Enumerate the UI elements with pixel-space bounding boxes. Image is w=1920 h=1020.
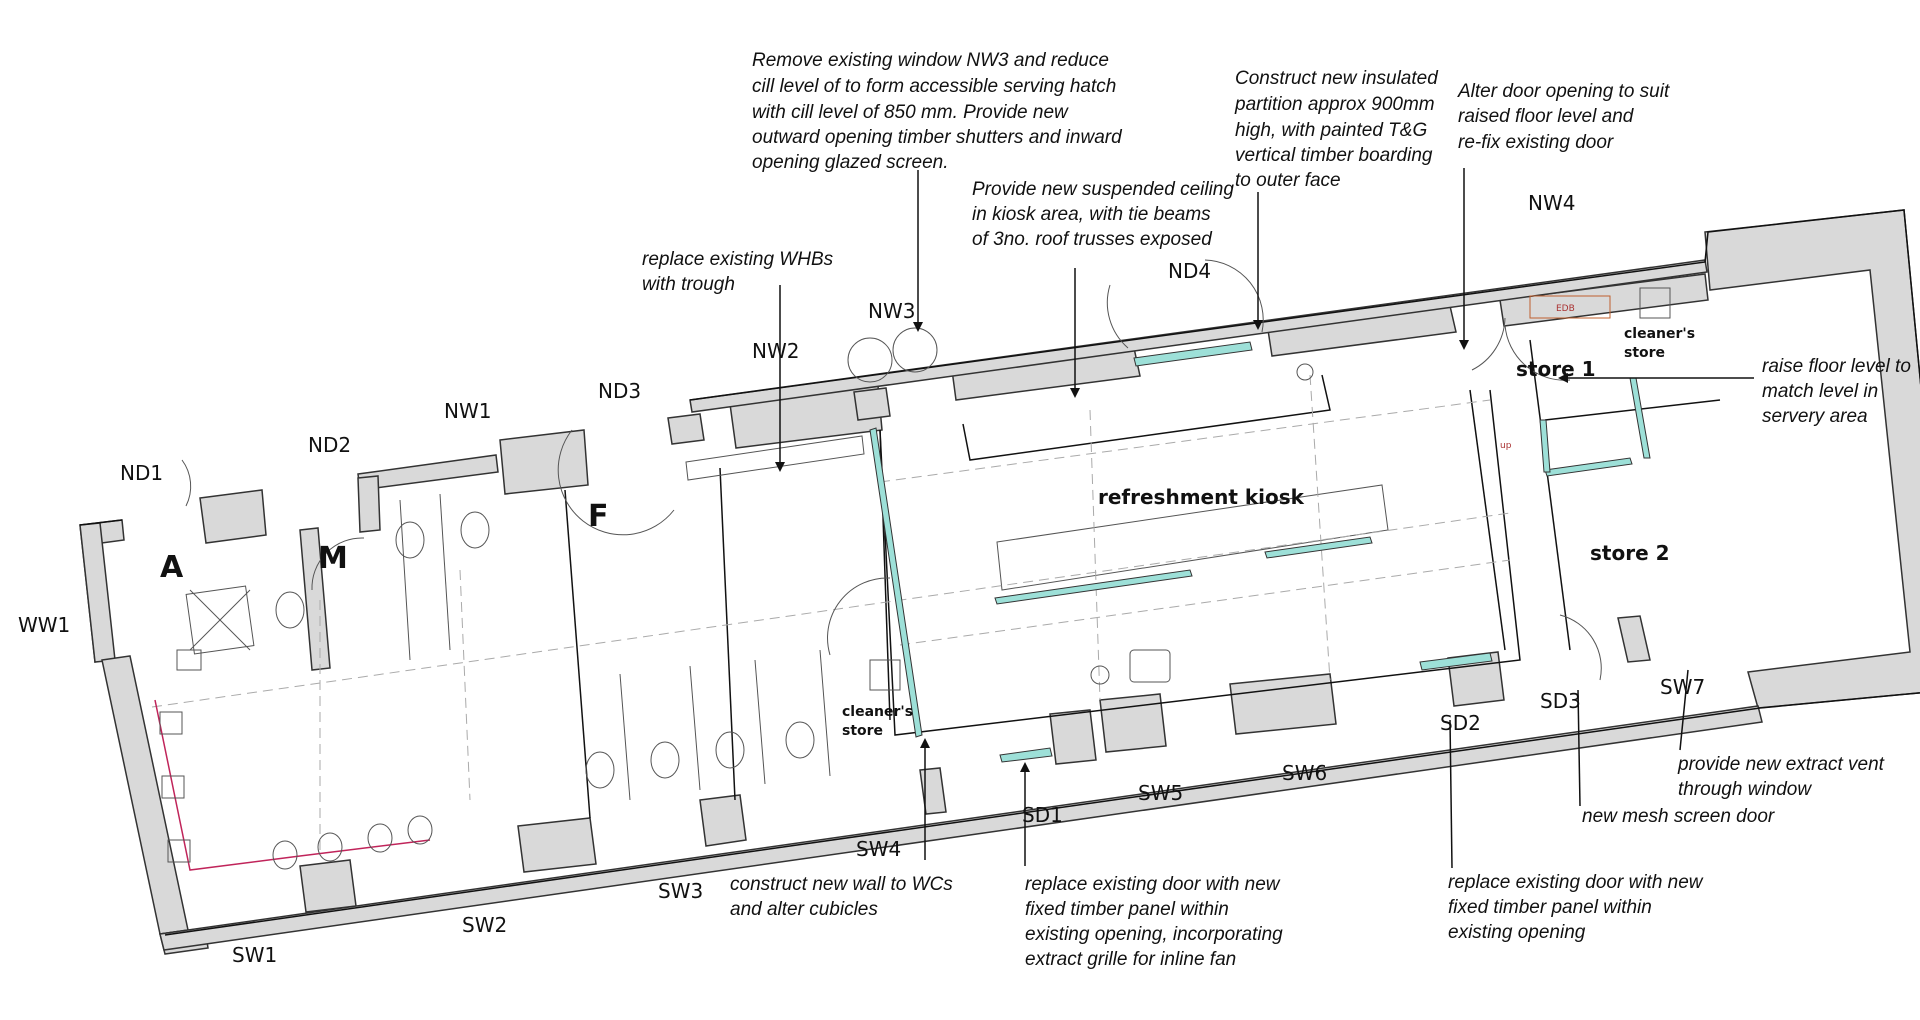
trough-line <box>154 699 431 871</box>
svg-text:of 3no. roof trusses exposed: of 3no. roof trusses exposed <box>972 229 1213 250</box>
tag-nd3: ND3 <box>598 379 641 403</box>
room-label-f: F <box>588 499 609 534</box>
svg-text:cill level of to form accessi: cill level of to form accessible serving… <box>752 76 1116 97</box>
svg-text:with trough: with trough <box>642 274 735 295</box>
new-partitions <box>869 341 1651 763</box>
room-label-cleaners-store-west-line1: cleaner's <box>842 704 913 720</box>
svg-text:vertical timber boarding: vertical timber boarding <box>1235 145 1433 166</box>
tag-sw4: SW4 <box>856 837 901 861</box>
tag-nd4: ND4 <box>1168 259 1211 283</box>
svg-text:Alter door opening to suit: Alter door opening to suit <box>1457 81 1670 102</box>
fixtures <box>159 287 1671 870</box>
svg-text:partition approx 900mm: partition approx 900mm <box>1234 94 1435 115</box>
building-walls <box>79 209 1920 955</box>
room-label-kiosk: refreshment kiosk <box>1098 485 1305 509</box>
svg-text:replace existing door with new: replace existing door with new <box>1025 874 1281 895</box>
svg-text:through window: through window <box>1678 779 1812 800</box>
room-label-a: A <box>160 550 184 585</box>
svg-text:opening glazed screen.: opening glazed screen. <box>752 152 948 173</box>
svg-text:raise floor level to: raise floor level to <box>1762 356 1911 377</box>
note-sd2-door: replace existing door with new fixed tim… <box>1448 872 1704 943</box>
tag-sw5: SW5 <box>1138 781 1183 805</box>
svg-text:in kiosk area, with tie beams: in kiosk area, with tie beams <box>972 204 1211 225</box>
tag-nw1: NW1 <box>444 399 491 423</box>
room-label-cleaners-store-east-line2: store <box>1624 345 1665 361</box>
note-partition: Construct new insulated partition approx… <box>1234 68 1439 191</box>
svg-text:new mesh screen door: new mesh screen door <box>1582 806 1775 827</box>
svg-text:outward opening timber shutter: outward opening timber shutters and inwa… <box>752 127 1123 148</box>
svg-text:to outer face: to outer face <box>1235 170 1341 191</box>
note-door-opening: Alter door opening to suit raised floor … <box>1457 81 1670 153</box>
tag-sd1: SD1 <box>1022 803 1063 827</box>
note-raise-floor: raise floor level to match level in serv… <box>1762 356 1911 427</box>
opening-tags: WW1 ND1 ND2 NW1 ND3 NW2 NW3 ND4 NW4 SW1 … <box>18 191 1705 967</box>
svg-text:provide new extract vent: provide new extract vent <box>1677 754 1885 775</box>
edb-label: EDB <box>1556 304 1575 314</box>
tag-sw2: SW2 <box>462 913 507 937</box>
leader-lines <box>775 168 1754 869</box>
svg-text:high, with painted T&G: high, with painted T&G <box>1235 120 1427 141</box>
room-label-store-1: store 1 <box>1516 357 1596 381</box>
tag-nd1: ND1 <box>120 461 163 485</box>
room-label-m: M <box>318 541 348 576</box>
tag-sd3: SD3 <box>1540 689 1581 713</box>
svg-text:match level in: match level in <box>1762 381 1878 402</box>
svg-text:raised floor level and: raised floor level and <box>1458 106 1635 127</box>
svg-text:fixed timber panel within: fixed timber panel within <box>1448 897 1652 918</box>
room-label-cleaners-store-west-line2: store <box>842 723 883 739</box>
dashed-grid <box>151 374 1511 850</box>
note-wc-wall: construct new wall to WCs and alter cubi… <box>730 874 953 920</box>
svg-text:construct new wall to WCs: construct new wall to WCs <box>730 874 953 895</box>
tag-sw6: SW6 <box>1282 761 1327 785</box>
note-whb: replace existing WHBs with trough <box>642 249 834 295</box>
up-label: up <box>1500 441 1512 451</box>
tag-nw2: NW2 <box>752 339 799 363</box>
svg-text:Provide new suspended ceiling: Provide new suspended ceiling <box>972 179 1234 200</box>
note-mesh-door: new mesh screen door <box>1582 806 1775 827</box>
note-ceiling: Provide new suspended ceiling in kiosk a… <box>972 179 1234 250</box>
svg-text:servery area: servery area <box>1762 406 1868 427</box>
outline-lines <box>79 209 1920 936</box>
svg-text:Construct new insulated: Construct new insulated <box>1235 68 1439 89</box>
tag-sw1: SW1 <box>232 943 277 967</box>
annotation-notes: Remove existing window NW3 and reduce ci… <box>642 50 1911 970</box>
tag-sw3: SW3 <box>658 879 703 903</box>
tag-sw7: SW7 <box>1660 675 1705 699</box>
tag-nw4: NW4 <box>1528 191 1575 215</box>
svg-text:replace existing door with new: replace existing door with new <box>1448 872 1704 893</box>
room-labels: A M F refreshment kiosk store 1 store 2 … <box>160 304 1695 739</box>
tag-ww1: WW1 <box>18 613 70 637</box>
svg-text:replace existing WHBs: replace existing WHBs <box>642 249 834 270</box>
tag-sd2: SD2 <box>1440 711 1481 735</box>
svg-text:and alter cubicles: and alter cubicles <box>730 899 878 920</box>
svg-text:extract grille for inline fan: extract grille for inline fan <box>1025 949 1236 970</box>
svg-text:existing opening, incorporatin: existing opening, incorporating <box>1025 924 1283 945</box>
svg-text:existing opening: existing opening <box>1448 922 1586 943</box>
svg-text:fixed timber panel within: fixed timber panel within <box>1025 899 1229 920</box>
note-sd1-door: replace existing door with new fixed tim… <box>1025 874 1283 970</box>
door-swings <box>181 259 1602 681</box>
note-nw3-window: Remove existing window NW3 and reduce ci… <box>752 50 1123 173</box>
room-label-cleaners-store-east-line1: cleaner's <box>1624 326 1695 342</box>
svg-text:with cill level of 850 mm. Pro: with cill level of 850 mm. Provide new <box>752 102 1069 123</box>
tag-nd2: ND2 <box>308 433 351 457</box>
svg-text:re-fix existing door: re-fix existing door <box>1458 132 1614 153</box>
room-label-store-2: store 2 <box>1590 541 1670 565</box>
note-extract-vent: provide new extract vent through window <box>1677 754 1885 800</box>
svg-text:Remove existing window NW3 and: Remove existing window NW3 and reduce <box>752 50 1109 71</box>
tag-nw3: NW3 <box>868 299 915 323</box>
